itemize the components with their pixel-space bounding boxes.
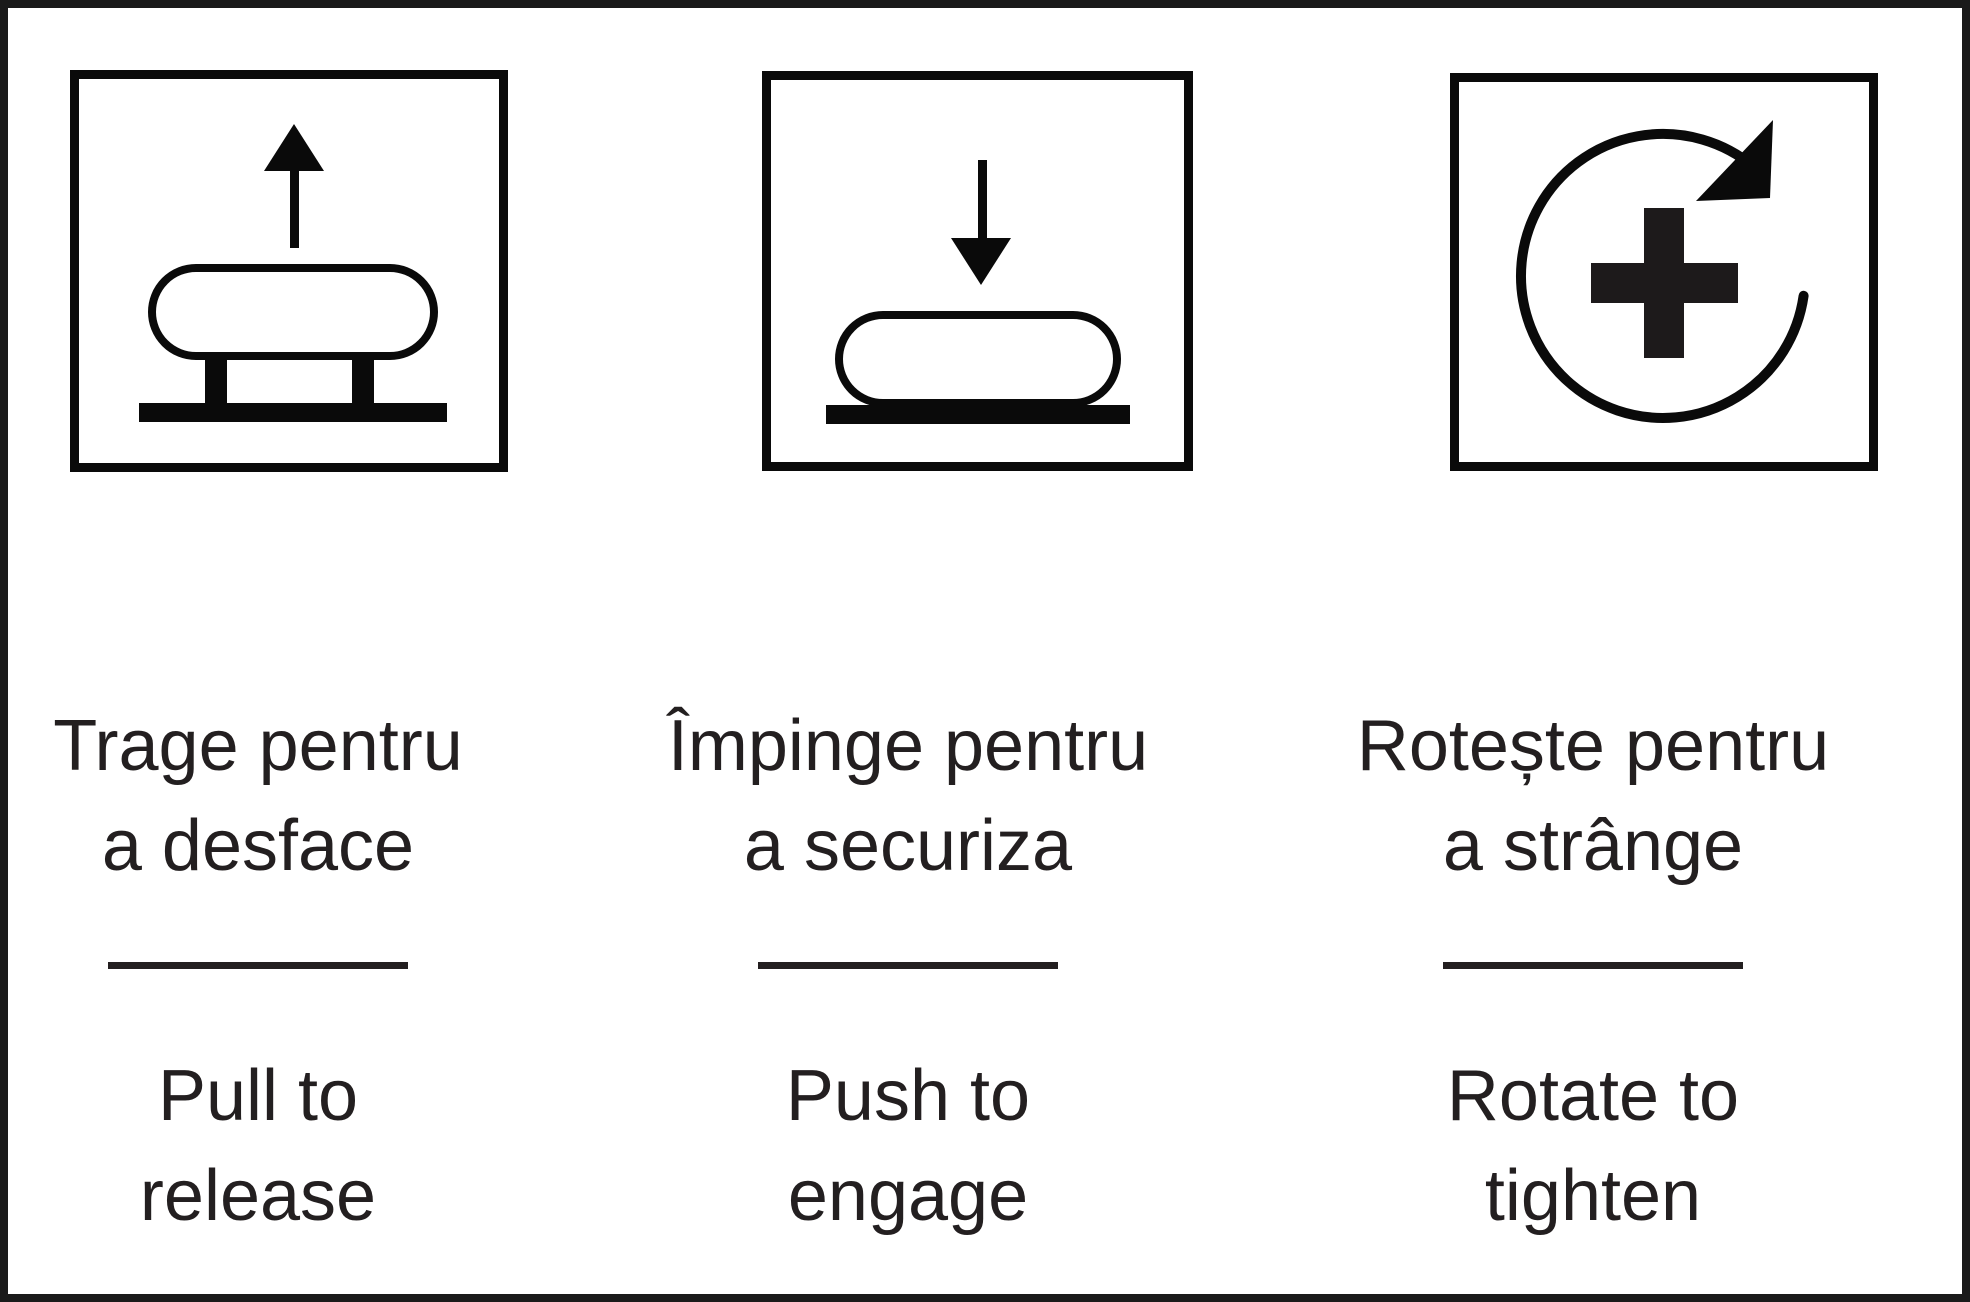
label-ro-line2: a securiza	[743, 806, 1073, 886]
base-rail	[139, 403, 447, 422]
base-rail	[826, 405, 1130, 424]
plus-vertical-bar	[1644, 208, 1684, 358]
label-en-line2: release	[139, 1156, 377, 1236]
arrow-down-shaft	[978, 160, 987, 239]
rotate-arrow-plus-graphic	[1516, 120, 1809, 423]
clamp-leg-left	[205, 356, 227, 406]
label-ro-line1: Trage pentru	[53, 706, 463, 786]
divider-line	[1443, 962, 1743, 969]
panel-pull-text: Trage pentru a desface Pull to release	[8, 696, 523, 1246]
label-ro-line2: a strânge	[1442, 806, 1744, 886]
clamp-pad	[835, 311, 1121, 407]
label-en-line1: Pull to	[157, 1056, 359, 1136]
label-ro-line1: Rotește pentru	[1356, 706, 1830, 786]
arrow-up-head	[264, 124, 324, 171]
divider-line	[108, 962, 408, 969]
rotate-tighten-icon	[1450, 73, 1878, 471]
rotation-arc	[1516, 128, 1809, 423]
clamp-pad	[148, 264, 438, 360]
rotation-arrowhead	[1696, 120, 1773, 201]
label-en-line2: tighten	[1484, 1156, 1702, 1236]
arrow-down-head	[951, 238, 1011, 285]
panel-push-text: Împinge pentru a securiza Push to engage	[643, 696, 1173, 1246]
arrow-up-shaft	[290, 170, 299, 248]
divider-line	[758, 962, 1058, 969]
label-ro-line1: Împinge pentru	[667, 706, 1149, 786]
panel-rotate-text: Rotește pentru a strânge Rotate to tight…	[1328, 696, 1858, 1246]
label-en-line1: Push to	[785, 1056, 1031, 1136]
label-ro-line2: a desface	[101, 806, 415, 886]
label-en-line1: Rotate to	[1446, 1056, 1740, 1136]
clamp-leg-right	[352, 356, 374, 406]
push-down-icon	[762, 71, 1193, 471]
pull-up-icon	[70, 70, 508, 472]
label-en-line2: engage	[787, 1156, 1029, 1236]
